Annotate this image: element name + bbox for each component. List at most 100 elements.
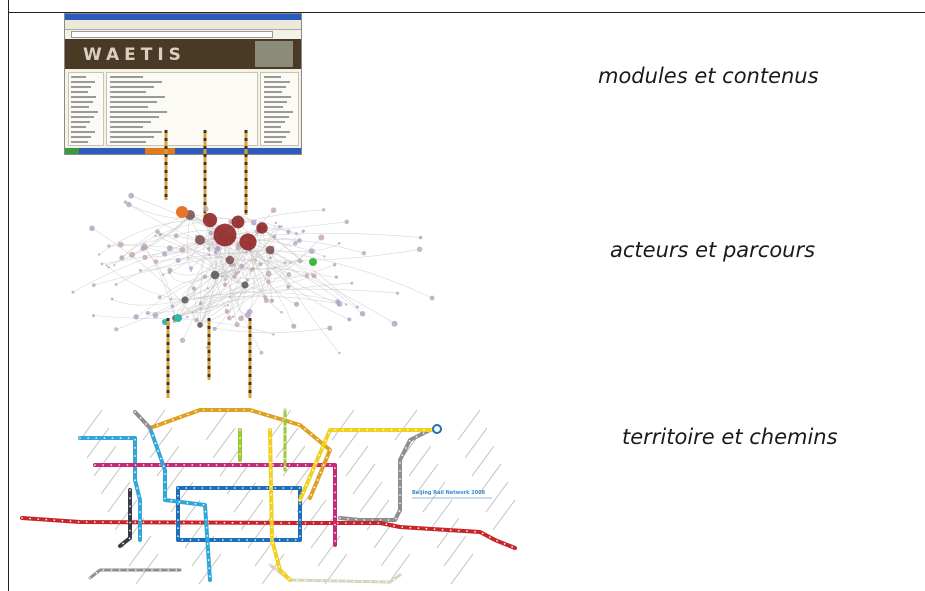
hatch-line xyxy=(205,409,229,441)
screenshot-text-line xyxy=(71,96,97,98)
graph-node xyxy=(194,317,199,323)
metro-line-13b-stations xyxy=(299,429,441,501)
graph-node xyxy=(361,250,367,256)
hatch-line xyxy=(303,499,327,531)
connectors-site-to-graph xyxy=(164,130,248,218)
graph-node xyxy=(232,263,237,267)
graph-node xyxy=(154,234,157,237)
graph-edge xyxy=(106,214,191,266)
graph-node xyxy=(153,259,159,265)
graph-highlight-node xyxy=(309,258,317,266)
graph-node xyxy=(206,287,209,290)
graph-node xyxy=(301,229,305,233)
graph-edge xyxy=(269,249,337,278)
hatch-line xyxy=(107,481,131,513)
graph-node xyxy=(173,233,179,239)
taskbar-item xyxy=(145,148,175,154)
graph-node xyxy=(97,253,101,256)
graph-edge xyxy=(125,201,211,221)
graph-node xyxy=(133,314,139,320)
graph-node xyxy=(140,245,146,252)
graph-node xyxy=(272,333,275,336)
graph-edges xyxy=(72,195,433,354)
start-button xyxy=(65,148,79,154)
screenshot-text-line xyxy=(71,141,88,143)
graph-hub-node xyxy=(197,322,203,328)
screenshot-text-line xyxy=(110,126,143,128)
graph-edge xyxy=(170,284,246,300)
screenshot-text-line xyxy=(264,86,286,88)
screenshot-text-line xyxy=(110,116,160,118)
hatch-line xyxy=(429,499,453,531)
graph-node xyxy=(273,266,276,269)
graph-hub-node xyxy=(213,223,237,247)
screenshot-text-line xyxy=(71,121,91,123)
graph-node xyxy=(166,245,173,252)
graph-edge xyxy=(135,274,216,318)
graph-node xyxy=(347,317,352,322)
graph-hub-node xyxy=(265,245,275,255)
layer-label-acteurs: acteurs et parcours xyxy=(610,238,816,262)
graph-node xyxy=(395,291,400,295)
graph-edge xyxy=(184,291,338,302)
graph-node xyxy=(293,240,298,246)
hatch-line xyxy=(100,463,124,495)
graph-node xyxy=(145,311,150,316)
hatch-line xyxy=(422,481,446,513)
graph-edge xyxy=(164,251,216,276)
screenshot-text-line xyxy=(264,111,293,113)
graph-node xyxy=(228,295,231,298)
graph-node xyxy=(186,256,189,259)
screenshot-text-line xyxy=(71,131,96,133)
hatch-line xyxy=(394,409,418,441)
screenshot-text-line xyxy=(110,91,146,93)
hatch-line xyxy=(436,517,460,549)
metro-line-2-stations xyxy=(177,487,301,541)
graph-node xyxy=(289,261,292,264)
hatch-line xyxy=(93,445,117,477)
graph-node xyxy=(239,263,245,269)
graph-node xyxy=(311,273,314,276)
window-titlebar xyxy=(65,14,301,20)
hatch-line xyxy=(338,427,362,459)
graph-edge xyxy=(199,324,330,334)
hatch-line xyxy=(380,535,404,567)
graph-node xyxy=(92,314,96,318)
graph-edge xyxy=(174,230,304,319)
graph-node xyxy=(355,305,359,309)
screenshot-text-line xyxy=(264,91,282,93)
graph-node xyxy=(297,258,303,264)
top-border xyxy=(8,12,925,13)
graph-node xyxy=(336,300,343,307)
graph-node xyxy=(100,262,104,266)
graph-edge xyxy=(169,259,231,276)
graph-node xyxy=(250,219,257,226)
graph-node xyxy=(162,251,168,257)
graph-hub-node xyxy=(195,235,205,245)
graph-node xyxy=(107,265,110,269)
browser-menubar xyxy=(65,20,301,30)
graph-edge xyxy=(169,272,216,283)
graph-node xyxy=(323,255,326,258)
graph-node xyxy=(245,251,248,254)
screenshot-text-line xyxy=(264,136,286,138)
graph-node xyxy=(113,264,116,267)
hatch-line xyxy=(331,409,355,441)
graph-node xyxy=(206,247,211,251)
graph-node xyxy=(155,229,160,234)
graph-edge xyxy=(199,250,313,326)
graph-node xyxy=(304,273,310,278)
screenshot-text-line xyxy=(264,96,292,98)
screenshot-text-line xyxy=(264,116,289,118)
metro-line-4-stations xyxy=(79,437,141,541)
metro-line-airport-stations xyxy=(339,429,431,521)
graph-node xyxy=(207,253,211,256)
graph-node xyxy=(191,311,195,314)
graph-node xyxy=(126,201,132,208)
graph-node xyxy=(269,256,272,260)
screenshot-text-line xyxy=(71,101,93,103)
graph-node xyxy=(359,310,366,317)
graph-node xyxy=(263,297,269,304)
